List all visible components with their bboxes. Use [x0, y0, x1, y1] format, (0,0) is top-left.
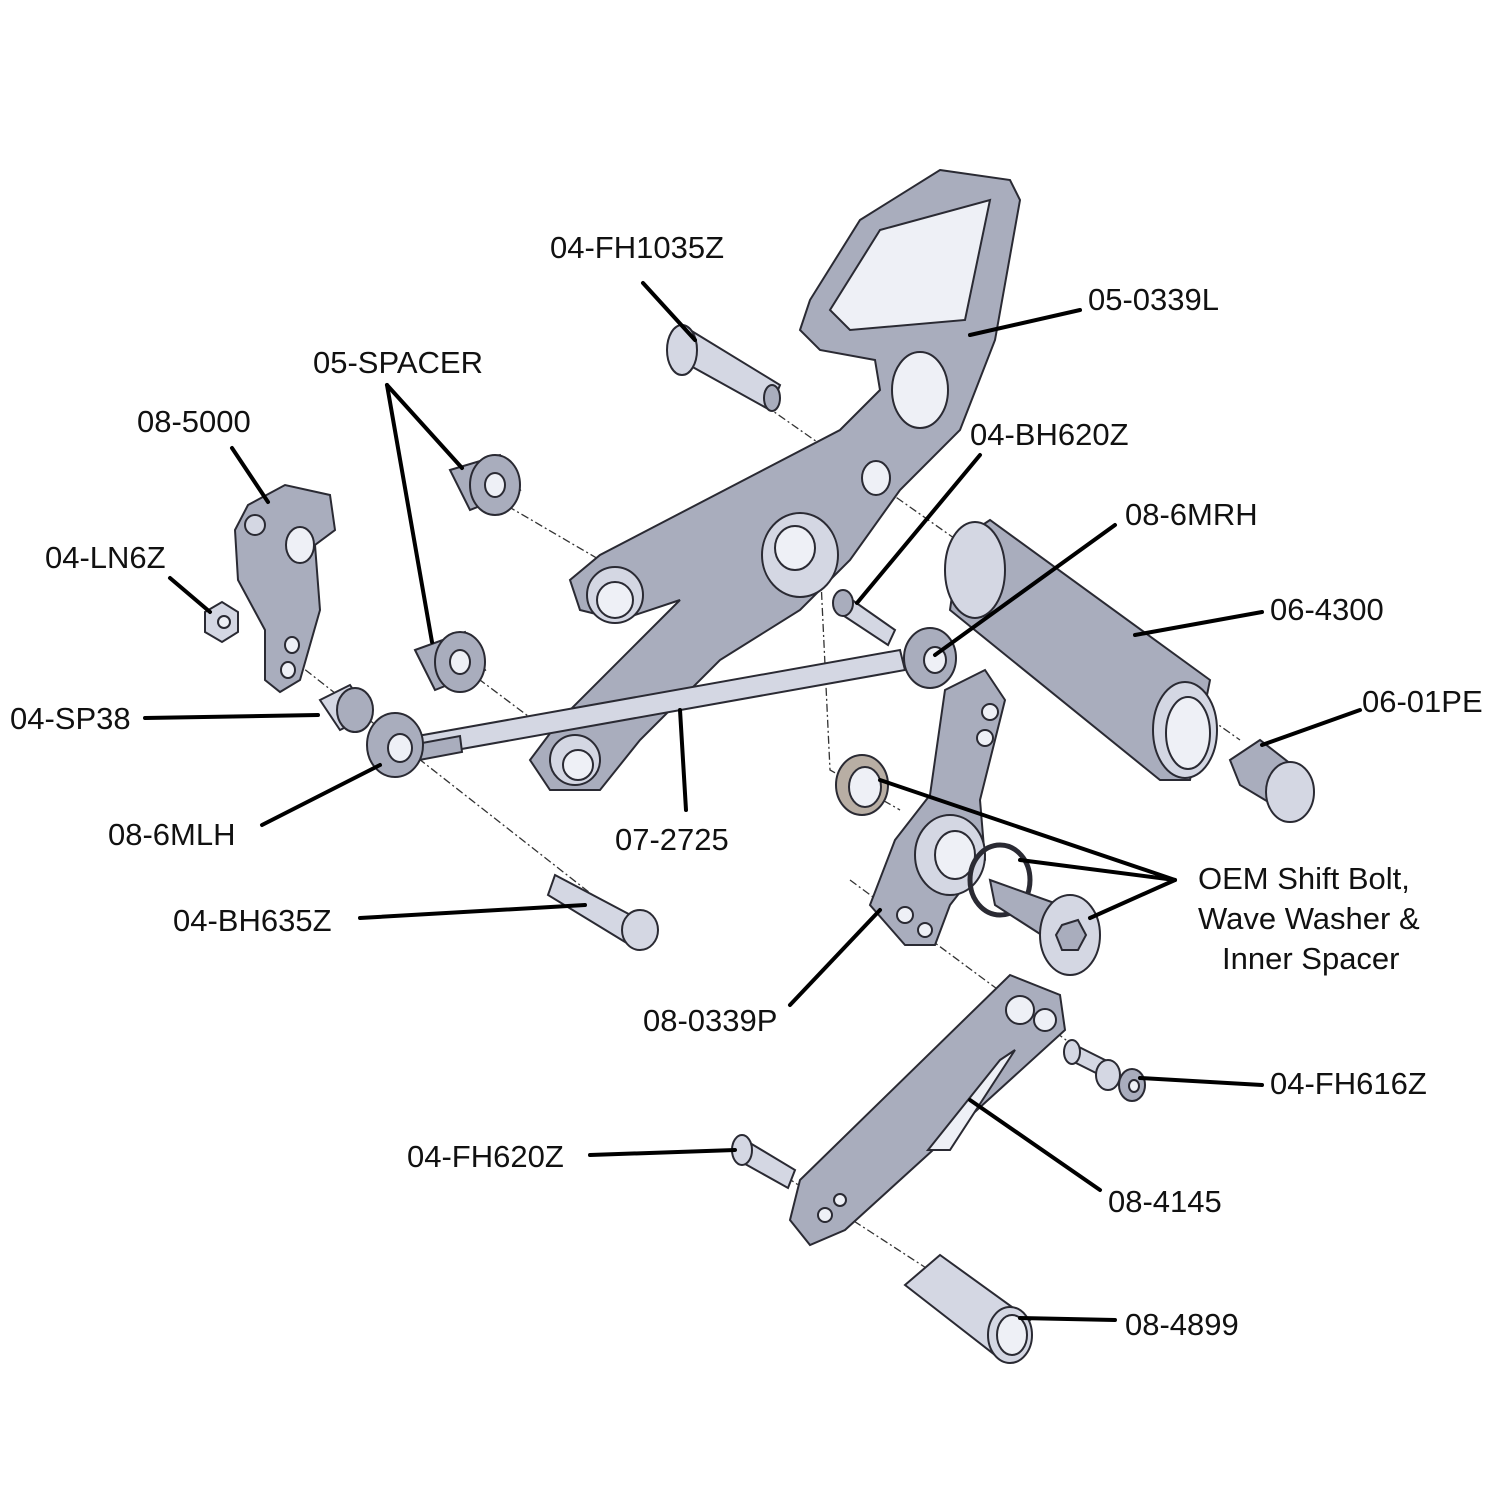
label-08-0339P: 08-0339P: [643, 1003, 777, 1038]
label-06-01PE: 06-01PE: [1362, 684, 1483, 719]
part-04-FH620Z: [731, 1134, 797, 1190]
label-04-FH1035Z: 04-FH1035Z: [550, 230, 724, 265]
part-06-01PE-plug: [1228, 738, 1315, 823]
label-07-2725: 07-2725: [615, 822, 729, 857]
part-06-4300-peg: [944, 518, 1218, 781]
label-04-FH620Z: 04-FH620Z: [407, 1139, 564, 1174]
leader-lines: [143, 281, 1362, 1322]
part-labels: 04-FH1035Z 05-0339L 05-SPACER 08-5000 04…: [10, 230, 1483, 1342]
label-08-4145: 08-4145: [1108, 1184, 1222, 1219]
part-05-SPACER: [413, 453, 522, 693]
label-05-0339L: 05-0339L: [1088, 282, 1219, 317]
label-04-LN6Z: 04-LN6Z: [45, 540, 166, 575]
part-04-FH616Z: [1063, 1039, 1146, 1102]
label-06-4300: 06-4300: [1270, 592, 1384, 627]
part-oem-shift-bolt: [967, 842, 1101, 976]
label-oem-line1: OEM Shift Bolt,: [1198, 861, 1410, 896]
part-04-BH635Z: [546, 873, 659, 951]
label-08-6MLH: 08-6MLH: [108, 817, 236, 852]
label-08-4899: 08-4899: [1125, 1307, 1239, 1342]
part-08-5000: [233, 483, 337, 694]
label-08-6MRH: 08-6MRH: [1125, 497, 1258, 532]
part-04-SP38: [318, 683, 374, 733]
label-04-SP38: 04-SP38: [10, 701, 131, 736]
label-04-FH616Z: 04-FH616Z: [1270, 1066, 1427, 1101]
part-05-0339L-bracket: [528, 168, 1022, 791]
part-04-FH1035Z-bolt: [666, 324, 782, 412]
part-04-LN6Z-nut: [204, 600, 239, 644]
part-07-2725-rod: [366, 627, 957, 778]
part-08-4899: [903, 1253, 1033, 1364]
part-08-0339P-arm: [868, 668, 1007, 946]
label-08-5000: 08-5000: [137, 404, 251, 439]
label-oem-line3: Inner Spacer: [1222, 941, 1400, 976]
label-oem-line2: Wave Washer &: [1198, 901, 1420, 936]
part-oem-inner-spacer: [835, 754, 889, 816]
part-04-BH620Z: [832, 589, 897, 647]
label-04-BH635Z: 04-BH635Z: [173, 903, 332, 938]
part-08-4145-lever: [788, 973, 1067, 1247]
label-04-BH620Z: 04-BH620Z: [970, 417, 1129, 452]
label-05-SPACER: 05-SPACER: [313, 345, 483, 380]
